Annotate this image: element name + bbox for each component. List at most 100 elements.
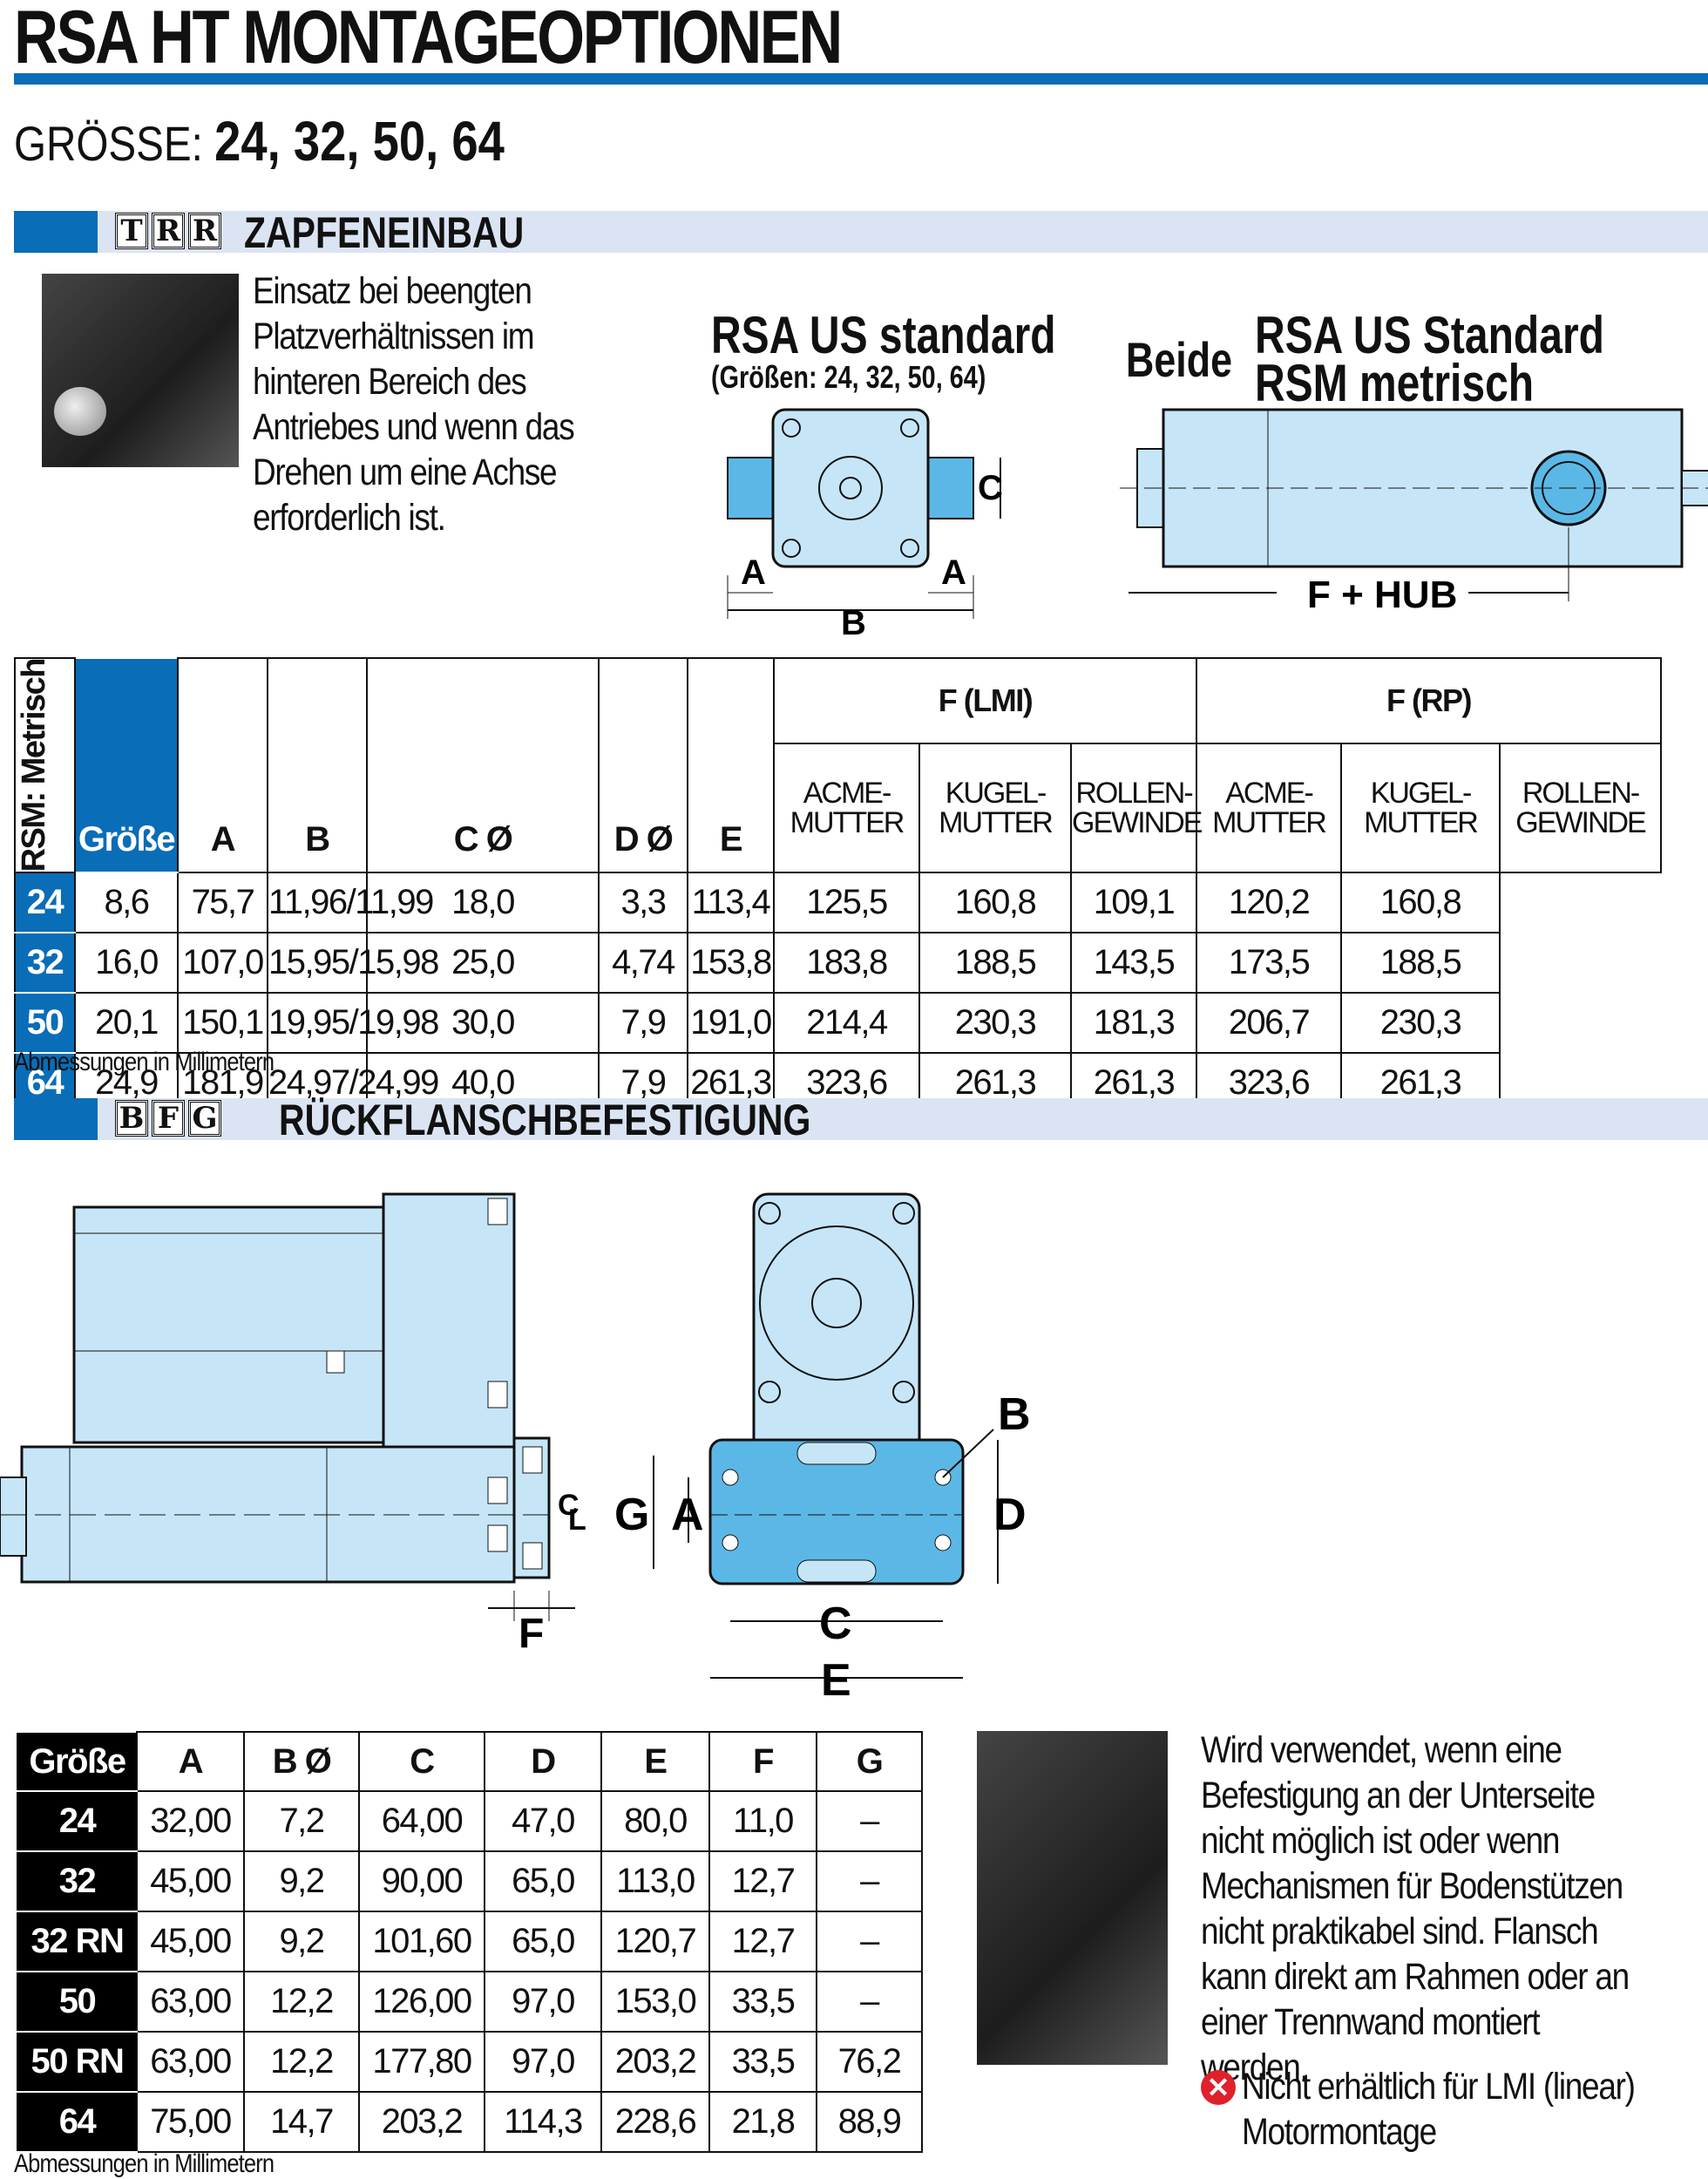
section-bar-rueckflansch — [14, 1098, 1708, 1140]
value-cell: 230,3 — [918, 992, 1072, 1055]
value-cell: 11,96/11,99 — [267, 872, 434, 934]
value-cell: 114,3 — [484, 2091, 602, 2153]
dim-label-g: G — [614, 1490, 649, 1540]
header-group-lmi: F (LMI) — [773, 657, 1197, 744]
subheader-line: MUTTER — [1364, 806, 1479, 840]
rear-flange-side-diagram: C L F — [0, 1192, 586, 1656]
code-letter-icon: G — [188, 1100, 221, 1137]
value-cell: 97,0 — [484, 2031, 602, 2093]
code-letter-icon: R — [188, 213, 221, 249]
value-cell: 30,0 — [366, 992, 600, 1055]
value-cell: 12,7 — [708, 1850, 817, 1912]
value-cell: 188,5 — [918, 932, 1072, 994]
centerline-c: C — [558, 1489, 580, 1522]
value-cell: 160,8 — [918, 872, 1072, 934]
value-cell: 173,5 — [1196, 932, 1342, 994]
value-cell: 24,9 — [74, 1052, 179, 1115]
header-cell: D — [484, 1731, 602, 1792]
code-letter-icon: F — [152, 1100, 185, 1137]
value-cell: 11,0 — [708, 1790, 817, 1852]
value-cell: 7,2 — [243, 1790, 360, 1852]
value-cell: 160,8 — [1340, 872, 1501, 934]
trunnion-photo — [42, 274, 239, 467]
warning-note: Nicht erhältlich für LMI (linear) Motorm… — [1242, 2064, 1691, 2155]
value-cell: 32,00 — [136, 1790, 245, 1852]
value-cell: 230,3 — [1340, 992, 1501, 1055]
subheader-line: MUTTER — [1212, 806, 1327, 840]
value-cell: 181,3 — [1070, 992, 1197, 1055]
dim-label-f: F — [518, 1611, 544, 1656]
header-cell: G — [816, 1731, 923, 1792]
size-cell: 32 — [17, 1850, 138, 1912]
value-cell: 8,6 — [74, 872, 179, 934]
header-size: Größe — [74, 656, 179, 874]
size-line: GRÖSSE: 24, 32, 50, 64 — [14, 109, 505, 173]
size-cell: 50 RN — [17, 2031, 138, 2093]
header-b: B — [267, 656, 368, 874]
dim-label-c: C — [819, 1599, 852, 1649]
value-cell: 76,2 — [816, 2031, 923, 2093]
value-cell: 14,7 — [243, 2091, 360, 2153]
value-cell: 21,8 — [708, 2091, 817, 2153]
value-cell: 183,8 — [773, 932, 920, 994]
header-c: C Ø — [366, 656, 600, 874]
value-cell: 113,0 — [600, 1850, 710, 1912]
value-cell: 47,0 — [484, 1790, 602, 1852]
dim-label-b: B — [841, 604, 866, 641]
trunnion-front-diagram: A A B C — [727, 408, 1003, 641]
value-cell: 101,60 — [358, 1911, 485, 1972]
value-cell: 206,7 — [1196, 992, 1342, 1055]
section-bar-zapfeneinbau — [14, 211, 1708, 253]
value-cell: 261,3 — [1070, 1052, 1197, 1115]
warning-text: Nicht erhältlich für LMI (linear) Motorm… — [1242, 2066, 1636, 2153]
value-cell: 64,00 — [358, 1790, 485, 1852]
header-cell: C — [358, 1731, 485, 1792]
header-cell: B Ø — [243, 1731, 360, 1792]
value-cell: 12,7 — [708, 1911, 817, 1972]
header-cell: E — [600, 1731, 710, 1792]
stroke-label: F + HUB — [1307, 574, 1457, 616]
value-cell: 120,7 — [600, 1911, 710, 1972]
size-cell: 32 RN — [17, 1911, 138, 1972]
section-title: RÜCKFLANSCHBEFESTIGUNG — [279, 1096, 811, 1144]
section2-description: Wird verwendet, wenn eine Befestigung an… — [1201, 1729, 1630, 2088]
value-cell: 9,2 — [243, 1911, 360, 1972]
value-cell: 63,00 — [136, 1971, 245, 2033]
value-cell: 20,1 — [74, 992, 179, 1055]
subheader-cell: ROLLEN-GEWINDE — [1070, 742, 1203, 874]
value-cell: 120,2 — [1196, 872, 1342, 934]
value-cell: 65,0 — [484, 1850, 602, 1912]
value-cell: 9,2 — [243, 1850, 360, 1912]
table1-footnote: Abmessungen in Millimetern — [14, 1048, 274, 1076]
value-cell: 177,80 — [358, 2031, 485, 2093]
size-cell: 50 — [17, 1971, 138, 2033]
header-cell: F — [708, 1731, 817, 1792]
subheader-line: GEWINDE — [1072, 806, 1203, 840]
dim-label-b: B — [998, 1389, 1031, 1440]
dim-label-d: D — [993, 1490, 1027, 1540]
value-cell: – — [816, 1790, 923, 1852]
value-cell: 109,1 — [1070, 872, 1197, 934]
header-group-rp: F (RP) — [1195, 657, 1663, 744]
value-cell: – — [816, 1911, 923, 1972]
value-cell: 125,5 — [773, 872, 920, 934]
value-cell: 19,95/19,98 — [267, 992, 439, 1055]
subheader-line: ROLLEN- — [1522, 777, 1640, 811]
diagram-right-line2: RSM metrisch — [1255, 354, 1535, 412]
value-cell: 107,0 — [177, 932, 268, 994]
trunnion-side-diagram: F + HUB — [1120, 408, 1708, 616]
value-cell: 45,00 — [136, 1911, 245, 1972]
value-cell: 191,0 — [687, 992, 775, 1055]
value-cell: 88,9 — [816, 2091, 923, 2153]
header-d: D Ø — [598, 656, 688, 874]
value-cell: 45,00 — [136, 1850, 245, 1912]
trunnion-pin-icon — [54, 387, 106, 436]
value-cell: 214,4 — [773, 992, 920, 1055]
subheader-line: KUGEL- — [945, 777, 1047, 811]
value-cell: 150,1 — [177, 992, 268, 1055]
